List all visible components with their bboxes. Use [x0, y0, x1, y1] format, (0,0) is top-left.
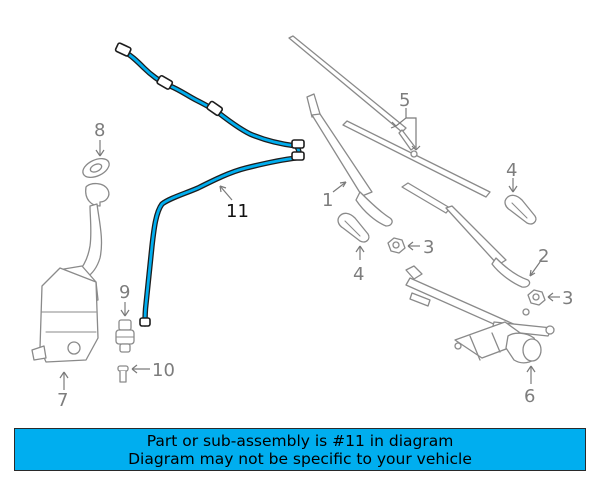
callout-6: 6 — [524, 386, 535, 407]
arm-cap-4-left — [337, 212, 370, 243]
washer-reservoir-7 — [31, 182, 110, 363]
hose-highlight — [119, 48, 301, 326]
callout-2: 2 — [538, 246, 549, 267]
callout-7: 7 — [57, 390, 68, 411]
callout-4-left: 4 — [353, 264, 364, 285]
arm-cap-4-right — [504, 194, 537, 225]
washer-hose-11 — [114, 42, 305, 327]
callout-10: 10 — [152, 360, 175, 381]
caption-line-2: Diagram may not be specific to your vehi… — [128, 449, 472, 468]
wiper-linkage-6 — [405, 265, 555, 364]
wiper-arm-5-upper — [288, 35, 416, 151]
wiper-arm-2 — [401, 182, 531, 288]
callout-3-upper: 3 — [423, 237, 434, 258]
clip-10 — [117, 365, 129, 383]
callout-9: 9 — [119, 282, 130, 303]
leader-lines — [59, 108, 560, 390]
callout-1: 1 — [322, 190, 333, 211]
callout-5: 5 — [399, 90, 410, 111]
grommet-8 — [82, 157, 110, 179]
callout-4-right: 4 — [506, 160, 517, 181]
nut-3-upper — [387, 237, 406, 254]
caption-line-1: Part or sub-assembly is #11 in diagram — [146, 431, 454, 450]
callout-8: 8 — [94, 120, 105, 141]
parts-diagram: 5 1 4 3 2 4 3 6 8 9 10 7 11 — [31, 35, 573, 411]
nut-3-lower — [527, 289, 546, 306]
washer-pump-9 — [115, 319, 135, 353]
callout-3-lower: 3 — [562, 288, 573, 309]
callout-11: 11 — [226, 201, 249, 222]
wiper-arm-1 — [306, 93, 393, 227]
caption-bar: Part or sub-assembly is #11 in diagram D… — [14, 428, 586, 471]
wiper-arm-5-lower — [342, 120, 491, 198]
